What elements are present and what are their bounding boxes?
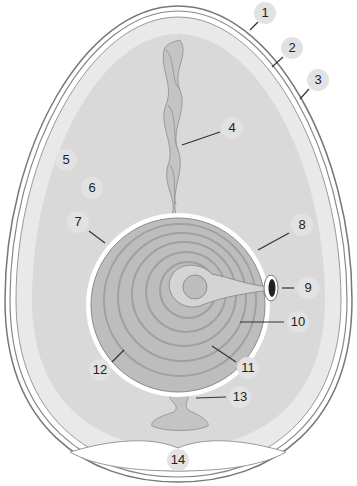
callout-number: 8 <box>291 214 313 236</box>
callout-number: 3 <box>307 69 329 91</box>
chalaza-twist <box>166 50 180 205</box>
thick-albumen <box>32 34 325 448</box>
leader-lines <box>89 22 309 398</box>
latebra-core <box>183 275 207 299</box>
callout-number: 6 <box>81 177 103 199</box>
air-cell <box>70 441 286 471</box>
latebra <box>169 265 272 307</box>
callout-number: 5 <box>55 149 77 171</box>
yolk <box>91 218 265 392</box>
callout-number: 2 <box>281 37 303 59</box>
callout-number: 12 <box>89 359 111 381</box>
outer-membrane <box>10 11 347 477</box>
callout-number: 14 <box>167 449 189 471</box>
callout-number: 4 <box>221 117 243 139</box>
blastoderm <box>269 279 276 297</box>
callout-number: 13 <box>229 386 251 408</box>
chalaza <box>163 40 183 215</box>
inner-membrane <box>16 17 341 471</box>
germinal-disc <box>264 275 278 301</box>
vitelline-membrane <box>86 213 270 397</box>
callout-number: 9 <box>297 277 319 299</box>
callout-number: 11 <box>237 357 259 379</box>
callout-number: 10 <box>287 311 309 333</box>
shell <box>5 6 352 482</box>
callout-number: 7 <box>67 211 89 233</box>
callout-number: 1 <box>254 2 276 24</box>
